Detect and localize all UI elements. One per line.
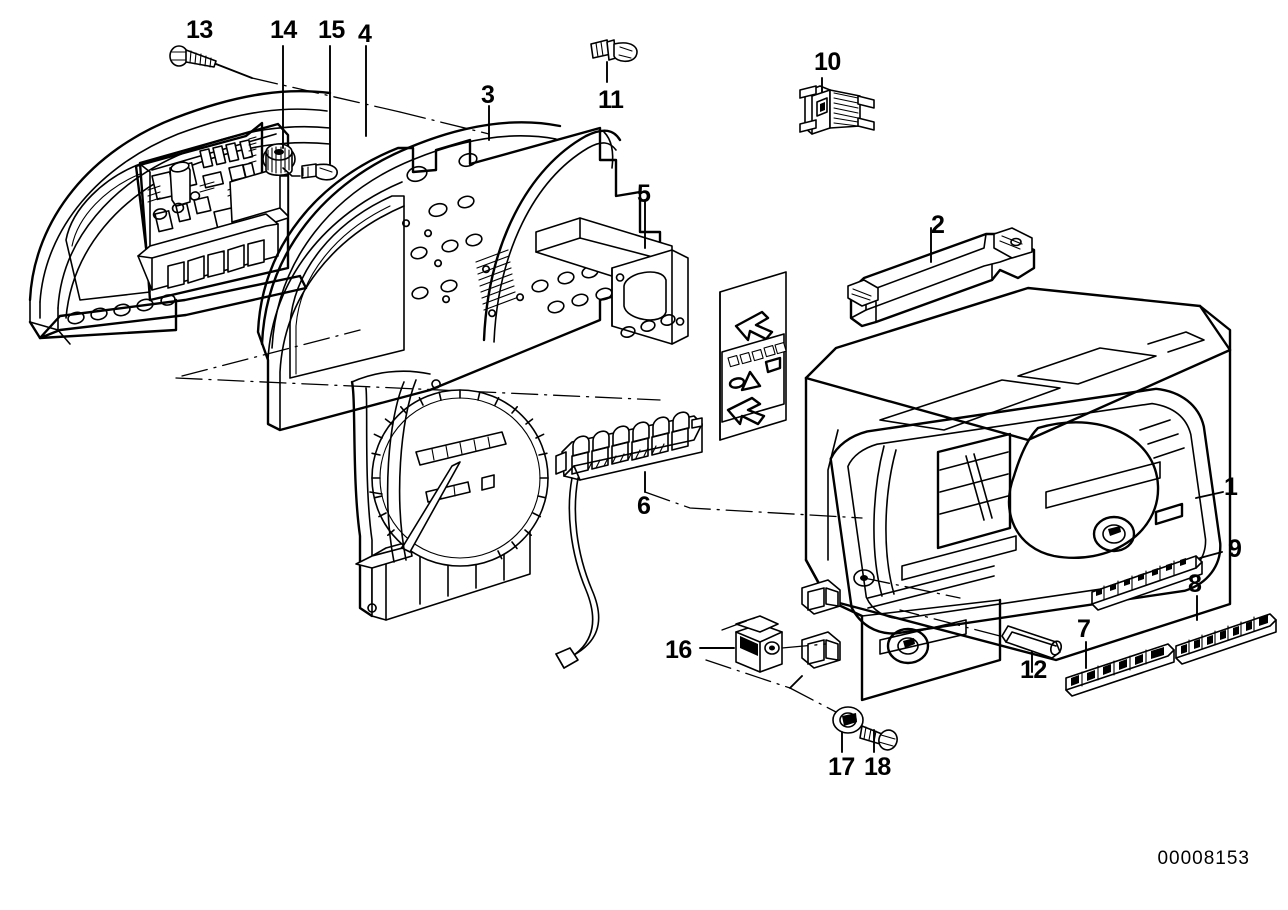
part-13-screw	[169, 45, 401, 113]
part-18-screw	[859, 725, 898, 753]
callout-5: 5	[637, 180, 651, 208]
part-8-symbol-strip-right	[1175, 595, 1277, 665]
part-3-carrier-plate	[175, 121, 662, 432]
diagram-id-number: 00008153	[1157, 848, 1250, 869]
callout-1: 1	[1224, 473, 1238, 501]
part-16-plug-connector	[699, 615, 827, 673]
part-2-trim-strip	[847, 227, 1036, 328]
callout-4: 4	[358, 20, 372, 48]
callout-14: 14	[270, 16, 297, 44]
leader-lines	[282, 45, 490, 165]
part-12-retaining-pin	[899, 609, 1063, 673]
part-15-bulb	[301, 163, 338, 181]
part-9-gear-label-strip	[1091, 551, 1223, 611]
callout-13: 13	[186, 16, 213, 44]
callout-18: 18	[864, 753, 891, 781]
callout-12: 12	[1020, 656, 1047, 684]
part-7-symbol-strip-left	[1065, 641, 1175, 697]
callout-2: 2	[931, 211, 945, 239]
lens-symbol-turn-arrow-lower	[726, 396, 766, 426]
bezel-arc	[482, 129, 622, 343]
callout-10: 10	[814, 48, 841, 76]
part-5-symbol-lens-bracket	[535, 199, 787, 441]
callout-11: 11	[598, 86, 624, 114]
callout-3: 3	[481, 81, 495, 109]
callout-8: 8	[1188, 570, 1202, 598]
printed-circuit-board	[134, 121, 289, 291]
part-6-bulb-holder-strip	[555, 411, 863, 669]
callout-15: 15	[318, 16, 345, 44]
speedometer-assembly	[350, 370, 549, 621]
lens-symbol-turn-arrow-upper	[734, 310, 774, 342]
part-10-module-connector	[799, 77, 875, 135]
part-14-adjusting-knob	[262, 143, 301, 177]
part-11-bulb-socket	[590, 39, 638, 83]
part-17-grommet	[705, 659, 864, 753]
part-4-rear-housing	[28, 89, 338, 345]
gauge-ticks	[371, 389, 549, 560]
callout-7: 7	[1077, 615, 1091, 643]
callout-17: 17	[828, 753, 855, 781]
part-1-cluster-housing	[801, 286, 1232, 702]
callout-9: 9	[1228, 535, 1242, 563]
callout-16: 16	[665, 636, 692, 664]
callout-6: 6	[637, 492, 651, 520]
